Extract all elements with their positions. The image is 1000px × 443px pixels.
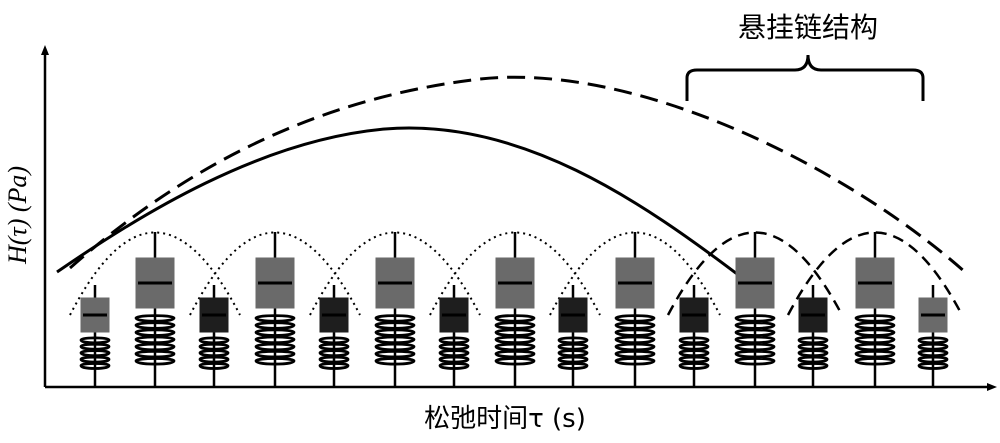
solid-spectrum-curve [56, 126, 746, 282]
spring-coil [318, 336, 350, 370]
dashed-arc [786, 231, 964, 316]
bracket-label: 悬挂链结构 [738, 11, 878, 44]
spring-coil [734, 314, 776, 366]
dashed-arcs [666, 231, 964, 316]
dotted-arc [69, 231, 241, 316]
dotted-arcs [69, 231, 721, 316]
maxwell-elements [79, 232, 949, 386]
spring-coil [198, 336, 230, 370]
dotted-arc [309, 231, 481, 316]
spring-coil [79, 336, 111, 370]
spring-coil [254, 314, 296, 366]
spring-coil [917, 336, 949, 370]
spring-coil [438, 336, 470, 370]
spring-coil [557, 336, 589, 370]
outer-dashed-envelope [69, 75, 966, 274]
spring-coil [614, 314, 656, 366]
dotted-arc [189, 231, 361, 316]
spring-coil [797, 336, 829, 370]
spring-coil [678, 336, 710, 370]
x-axis-label: 松弛时间τ (s) [424, 404, 586, 434]
dotted-arc [429, 231, 601, 316]
spring-coil [134, 314, 176, 366]
dotted-arc [549, 231, 721, 316]
dashed-arc [666, 231, 844, 316]
spring-coil [494, 314, 536, 366]
spring-coil [854, 314, 896, 366]
spring-coil [374, 314, 416, 366]
y-axis-label: H(τ) (Pa) [3, 166, 32, 265]
chain-structure-bracket [685, 54, 925, 101]
